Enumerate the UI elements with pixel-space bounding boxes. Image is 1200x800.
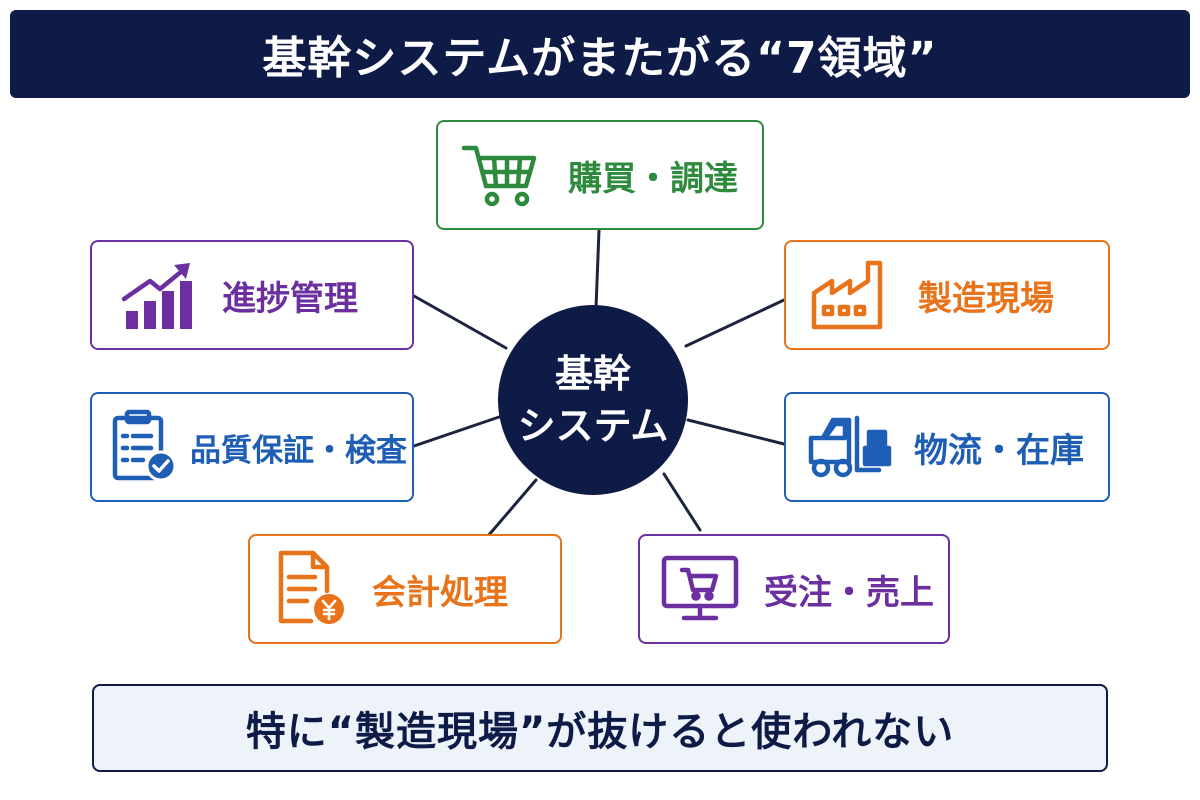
area-label-progress: 進捗管理 <box>222 278 358 319</box>
connector-logistics <box>686 418 786 446</box>
title-bar: 基幹システムがまたがる“7領域” <box>10 10 1190 98</box>
monitor-cart-icon <box>658 552 742 626</box>
yen-document-icon <box>274 548 350 630</box>
connector-manufacturing <box>684 298 786 348</box>
growth-chart-icon <box>118 257 198 333</box>
connector-procurement <box>594 228 601 310</box>
hub-label-line1: 基幹 <box>554 352 631 396</box>
connector-quality <box>412 414 504 448</box>
area-label-manufacturing: 製造現場 <box>918 278 1054 319</box>
area-card-progress: 進捗管理 <box>90 240 414 350</box>
area-label-sales: 受注・売上 <box>764 572 934 613</box>
factory-icon <box>808 257 892 333</box>
area-label-accounting: 会計処理 <box>372 572 508 613</box>
area-label-logistics: 物流・在庫 <box>914 430 1084 471</box>
area-card-quality: 品質保証・検査 <box>90 392 414 502</box>
forklift-icon <box>804 412 896 482</box>
shopping-cart-icon <box>458 140 542 210</box>
area-card-sales: 受注・売上 <box>638 534 950 644</box>
footer-callout: 特に“製造現場”が抜けると使われない <box>92 684 1108 772</box>
area-card-procurement: 購買・調達 <box>436 120 764 230</box>
connector-sales <box>662 472 702 532</box>
footer-message: 特に“製造現場”が抜けると使われない <box>245 709 955 755</box>
area-card-manufacturing: 製造現場 <box>784 240 1110 350</box>
area-label-procurement: 購買・調達 <box>568 158 738 199</box>
area-label-quality: 品質保証・検査 <box>190 432 407 469</box>
area-card-accounting: 会計処理 <box>248 534 562 644</box>
area-card-logistics: 物流・在庫 <box>784 392 1110 502</box>
hub-label-line2: システム <box>517 404 669 448</box>
core-system-hub: 基幹 システム <box>498 305 688 495</box>
page-title: 基幹システムがまたがる“7領域” <box>262 33 938 84</box>
checklist-icon <box>108 407 182 487</box>
connector-accounting <box>486 478 538 538</box>
connector-progress <box>412 294 508 350</box>
